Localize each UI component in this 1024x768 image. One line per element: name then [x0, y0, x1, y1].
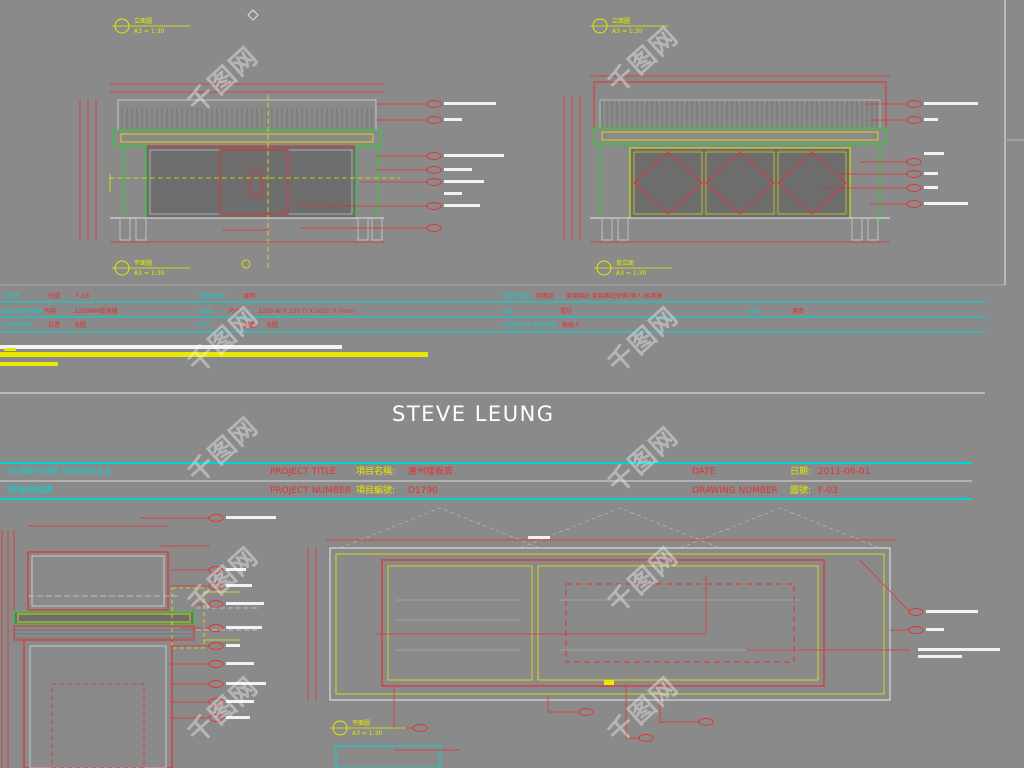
- fax-cn: 傳真: [792, 308, 805, 315]
- contact-label: CONTACT PERSON: [502, 322, 557, 329]
- size-label: SIZE: [198, 308, 212, 315]
- drawing-title-5: 平面圖: [352, 720, 371, 727]
- fax-label: FAX: [748, 308, 760, 315]
- description-value: 2200MM餐邊櫃: [74, 308, 118, 315]
- drawing-number-cn: 圖號:: [790, 486, 812, 496]
- tel-cn: 電話: [560, 308, 573, 315]
- qty-value: 見圖: [266, 322, 279, 329]
- code-cn: 代號: [48, 293, 61, 300]
- drawing-scale-5: A3 = 1:30: [352, 730, 383, 737]
- sheet-frame: [0, 0, 1024, 394]
- elevation-back-drawing: [563, 18, 978, 276]
- drawing-number-value: F-03: [818, 486, 838, 496]
- schedule-title-cn: 傢俬明細表: [8, 486, 54, 496]
- tel-label: TEL: [502, 308, 513, 315]
- project-number-label: PROJECT NUMBER: [270, 486, 351, 496]
- date-cn: 日期:: [790, 467, 812, 477]
- supplier-label: SUPPLIER: [502, 293, 531, 300]
- project-title-cn: 項目名稱:: [356, 467, 396, 477]
- qty-cn: 數量: [244, 322, 257, 329]
- drawing-scale-1: A3 = 1:30: [134, 28, 165, 35]
- code-label: CODE: [2, 293, 20, 300]
- drawing-scale-2: A3 = 1:30: [612, 28, 643, 35]
- size-cn: 尺寸: [228, 308, 241, 315]
- section-drawing: [1, 514, 276, 768]
- supplier-cn: 供應商: [536, 293, 555, 300]
- project-number-cn: 項目編號:: [356, 486, 396, 496]
- plan-drawing: [307, 507, 1000, 768]
- location-label: LOCATION: [2, 322, 33, 329]
- drawing-scale-3: A3 = 1:30: [134, 270, 165, 277]
- project-title-label: PROJECT TITLE: [270, 467, 337, 477]
- drawing-scale-4: A3 = 1:30: [616, 270, 647, 277]
- location-value: 見圖: [74, 322, 87, 329]
- qty-label: QTY: [198, 322, 211, 329]
- date-label: DATE: [692, 467, 716, 477]
- elevation-front-drawing: [79, 9, 504, 276]
- drawing-title-4: 背立面: [616, 260, 635, 267]
- project-title-value: 惠州樣板房: [408, 467, 454, 477]
- description-cn: 內容: [44, 308, 57, 315]
- spec-table-lines: [0, 301, 985, 366]
- supplier-value: 東莞陳記·東莞陳記傢俱(個人)家具廠: [566, 293, 663, 300]
- contact-cn: 聯絡人: [562, 322, 581, 329]
- schedule-title-en: FURNITURE SCHEDULE: [8, 467, 111, 477]
- date-value: 2011-06-01: [818, 467, 871, 477]
- code-value: F-03: [76, 293, 90, 300]
- drawing-title-2: 立面圖: [612, 18, 631, 25]
- finishes-cn: 面料: [244, 293, 257, 300]
- title-block-lines: [0, 462, 972, 500]
- drawing-title-1: 立面圖: [134, 18, 153, 25]
- designer-brand: STEVE LEUNG: [392, 402, 555, 426]
- drawing-number-label: DRAWING NUMBER: [692, 486, 778, 496]
- drawing-title-3: 平面圖: [134, 260, 153, 267]
- location-cn: 位置: [48, 322, 61, 329]
- project-number-value: D1790: [408, 486, 438, 496]
- description-label: DESCRIPTION: [2, 308, 43, 315]
- size-value: 2200 W X 550 D X 1020 H (mm): [258, 308, 355, 315]
- finishes-label: FINISHES: [198, 293, 226, 300]
